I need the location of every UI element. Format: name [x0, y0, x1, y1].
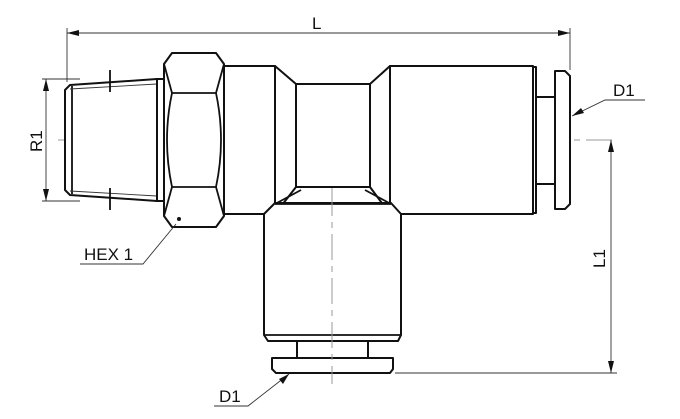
- threaded-end: [64, 70, 165, 210]
- dimension-r1: R1: [27, 78, 80, 202]
- dimension-r1-label: R1: [27, 130, 46, 152]
- side-collet: [535, 70, 571, 210]
- dimension-l1-label: L1: [590, 249, 609, 268]
- dimension-l-label: L: [312, 14, 321, 33]
- hex-label: HEX 1: [84, 245, 133, 264]
- dimension-l1: L1: [395, 140, 617, 374]
- d1-side-leader: D1: [571, 81, 645, 117]
- branch-body: [263, 190, 402, 384]
- hex-nut: [163, 52, 225, 228]
- d1-side-label: D1: [613, 81, 635, 100]
- fitting-body: [223, 65, 537, 215]
- d1-bottom-leader: D1: [214, 373, 290, 407]
- dimension-l: L: [66, 14, 571, 82]
- hex-leader: HEX 1: [80, 223, 177, 265]
- d1-bottom-label: D1: [219, 387, 241, 406]
- hex-marker-dot: [177, 217, 181, 221]
